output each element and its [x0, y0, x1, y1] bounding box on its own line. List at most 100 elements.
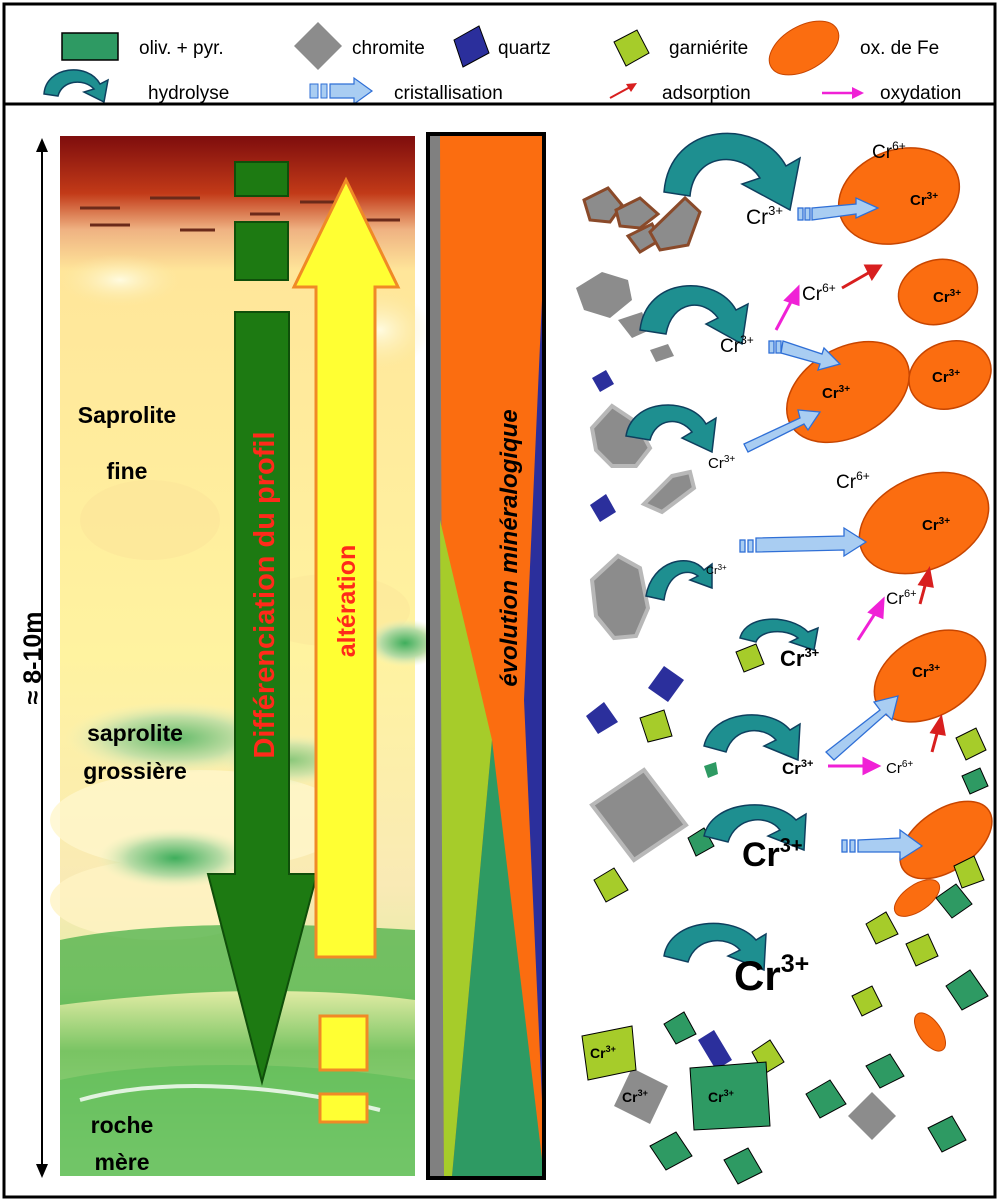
chromite-grain — [648, 195, 702, 252]
olivine-pyroxene-grain — [865, 1053, 905, 1089]
chromite-grain — [614, 196, 661, 230]
garnierite-grain — [593, 867, 629, 903]
cristallisation-icon — [739, 526, 868, 558]
chromite-grain — [589, 767, 689, 863]
cr3-label: Cr3+ — [742, 835, 803, 874]
hydrolyse-icon — [703, 714, 801, 762]
chromite-grain — [650, 344, 674, 362]
chromite-swatch — [294, 22, 342, 70]
chromite-grain — [589, 553, 651, 641]
quartz-grain — [586, 702, 618, 734]
hydrolyse-icon — [43, 69, 110, 104]
oxydation-icon — [856, 596, 885, 641]
cristallisation-icon — [309, 76, 374, 106]
cr3-label: Cr3+ — [708, 454, 735, 472]
olivine-pyroxene-grain — [945, 969, 989, 1011]
cr6-label: Cr6+ — [836, 469, 870, 493]
olivine-pyroxene-grain — [935, 883, 973, 919]
olivine-pyroxene-grain — [961, 767, 989, 795]
saprolite-coarse-label: saprolite — [87, 720, 183, 746]
mineralogical-evolution-column — [426, 132, 546, 1180]
olivine-pyroxene-grain — [723, 1147, 763, 1185]
olivine-pyroxene-grain — [805, 1079, 847, 1119]
cristallisation-icon — [797, 196, 880, 221]
saprolite-coarse-label-2: grossière — [83, 758, 187, 784]
cr3-label: Cr3+ — [910, 191, 938, 209]
legend-hydrolyse-label: hydrolyse — [148, 83, 229, 104]
cr3-label: Cr3+ — [734, 950, 809, 999]
quartz-grain — [648, 666, 684, 702]
cristallisation-icon — [825, 695, 899, 761]
hydrolyse-icon — [663, 922, 767, 972]
depth-label: ≈ 8-10m — [19, 612, 47, 705]
olivine-pyroxene-grain — [927, 1115, 967, 1153]
olivine-pyroxene-grain — [704, 762, 718, 778]
hydrolyse-icon — [663, 132, 802, 212]
differentiation-label: Différenciation du profil — [249, 431, 281, 758]
cr3-label: Cr3+ — [706, 563, 727, 577]
adsorption-icon — [841, 264, 883, 290]
garnierite-grain — [639, 709, 673, 743]
oxydation-icon — [774, 284, 800, 331]
legend-cristallisation-label: cristallisation — [394, 83, 503, 104]
garnierite-grain — [953, 855, 985, 889]
cr3-label: Cr3+ — [708, 1088, 734, 1105]
adsorption-icon — [929, 714, 946, 753]
fe-oxide-grain — [858, 471, 990, 575]
cristallisation-icon — [841, 828, 924, 862]
garnierite-swatch — [613, 29, 650, 67]
legend-adsorption-label: adsorption — [662, 83, 751, 104]
bedrock-label: roche — [91, 1112, 154, 1138]
cr3-label: Cr3+ — [912, 663, 940, 681]
hydrolyse-icon — [645, 560, 713, 601]
hydrolyse-icon — [703, 804, 807, 852]
fe-oxide-grain — [913, 1012, 947, 1052]
hydrolyse-icon — [739, 618, 819, 651]
bedrock-label-2: mère — [95, 1149, 150, 1175]
hydrolyse-icon — [625, 404, 717, 454]
olivine-pyroxene-grain — [663, 1011, 697, 1045]
chromite-grain — [848, 1092, 896, 1140]
cr3-label: Cr3+ — [590, 1044, 616, 1061]
cr6-label: Cr6+ — [802, 281, 836, 305]
chromite-grain — [614, 1068, 668, 1124]
quartz-grain — [590, 494, 616, 522]
chromium-speciation-schematic: Cr6+ Cr3+ Cr3+ Cr6+ Cr3+ Cr3+ Cr3+ Cr3+ … — [576, 132, 993, 1185]
quartz-swatch — [453, 25, 490, 68]
differentiation-arrow — [206, 161, 319, 1086]
alteration-arrow — [291, 176, 401, 1124]
hydrolyse-icon — [639, 285, 749, 346]
legend: oliv. + pyr. chromite quartz garniérite … — [2, 2, 997, 106]
quartz-grain — [592, 370, 614, 392]
cr-ion-labels: Cr6+ Cr3+ Cr3+ Cr6+ Cr3+ Cr3+ Cr3+ Cr3+ … — [590, 139, 961, 1105]
fe-oxide-swatch — [768, 20, 840, 76]
cr3-label: Cr3+ — [780, 645, 820, 671]
saprolite-fine-label-2: fine — [107, 458, 148, 484]
oxydation-icon — [828, 756, 882, 776]
quartz-grain — [698, 1030, 732, 1070]
fe-oxide-grain — [837, 147, 961, 245]
garnierite-grain — [851, 985, 883, 1017]
cr6-label: Cr6+ — [886, 759, 913, 777]
cr3-label: Cr3+ — [746, 203, 783, 229]
legend-chromite-label: chromite — [352, 38, 425, 59]
fe-oxide-grain — [893, 879, 941, 917]
cr3-label: Cr3+ — [932, 368, 960, 386]
chromite-grain — [640, 469, 697, 515]
legend-oliv-pyr-label: oliv. + pyr. — [139, 38, 224, 59]
garnierite-grain — [955, 727, 987, 761]
legend-garnierite-label: garniérite — [669, 38, 748, 59]
cr3-label: Cr3+ — [822, 384, 850, 402]
saprolite-fine-label: Saprolite — [78, 402, 176, 428]
cr3-label: Cr3+ — [622, 1088, 648, 1105]
cr3-label: Cr3+ — [782, 758, 813, 778]
fe-oxide-grain — [897, 258, 979, 326]
garnierite-grain — [581, 1025, 637, 1081]
depth-arrow — [36, 138, 48, 1178]
cr3-label: Cr3+ — [933, 288, 961, 306]
adsorption-icon — [917, 566, 934, 605]
chromite-grain — [589, 403, 653, 468]
legend-fe-ox-label: ox. de Fe — [860, 38, 939, 59]
